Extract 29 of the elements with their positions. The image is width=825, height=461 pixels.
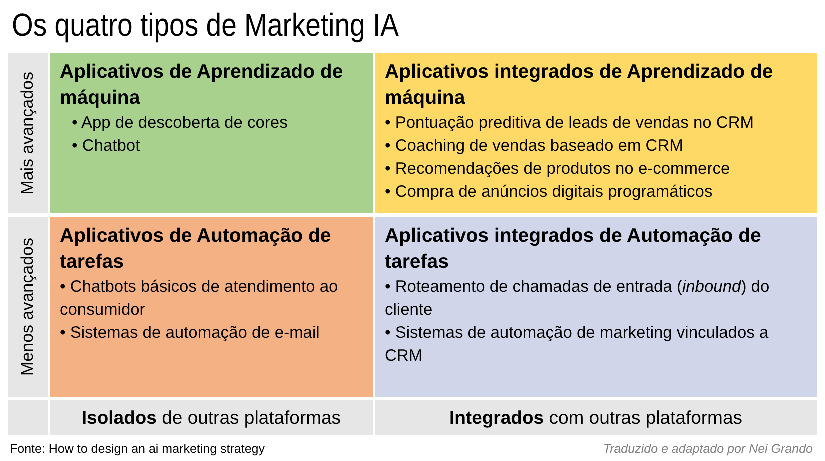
row-label: Menos avançados (18, 238, 38, 376)
credit-note: Traduzido e adaptado por Nei Grando (603, 441, 813, 457)
quadrant-heading: Aplicativos de Automação de tarefas (60, 224, 332, 275)
quadrant-panel (375, 53, 817, 213)
column-label: Integrados com outras plataformas (449, 406, 743, 428)
bullet-item: • Chatbots básicos de atendimento ao consumidor (60, 277, 340, 321)
bullet-item: • App de descoberta de cores (72, 113, 289, 134)
column-label: Isolados de outras plataformas (82, 406, 342, 428)
bullet-item: • Chatbot (72, 136, 142, 157)
column-footer-band (375, 400, 817, 435)
quadrant-panel (50, 217, 373, 397)
row-header-band (8, 217, 48, 397)
bullet-item: • Pontuação preditiva de leads de vendas no CRM (385, 113, 756, 134)
source-note: Fonte: How to design an ai marketing strategy (10, 441, 265, 457)
column-footer-band (50, 400, 373, 435)
bullet-item: • Compra de anúncios digitais programáticos (385, 182, 714, 203)
bullet-item: • Roteamento de chamadas de entrada (inbound) do cliente (385, 277, 771, 321)
chart-title: Os quatro tipos de Marketing IA (12, 6, 399, 44)
bullet-item: • Coaching de vendas baseado em CRM (385, 136, 684, 157)
quadrant-heading: Aplicativos integrados de Automação de tarefas (385, 224, 762, 275)
quadrant-panel (375, 217, 817, 397)
row-header-band (8, 53, 48, 213)
row-label: Mais avançados (18, 72, 38, 194)
quadrant-heading: Aplicativos integrados de Aprendizado de máquina (385, 60, 774, 111)
bullet-item: • Sistemas de automação de marketing vinculados a CRM (385, 323, 770, 367)
bullet-item: • Sistemas de automação de e-mail (60, 323, 321, 344)
quadrant-heading: Aplicativos de Aprendizado de máquina (60, 60, 344, 111)
quadrant-panel (50, 53, 373, 213)
bullet-item: • Recomendações de produtos no e-commerce (385, 159, 732, 180)
